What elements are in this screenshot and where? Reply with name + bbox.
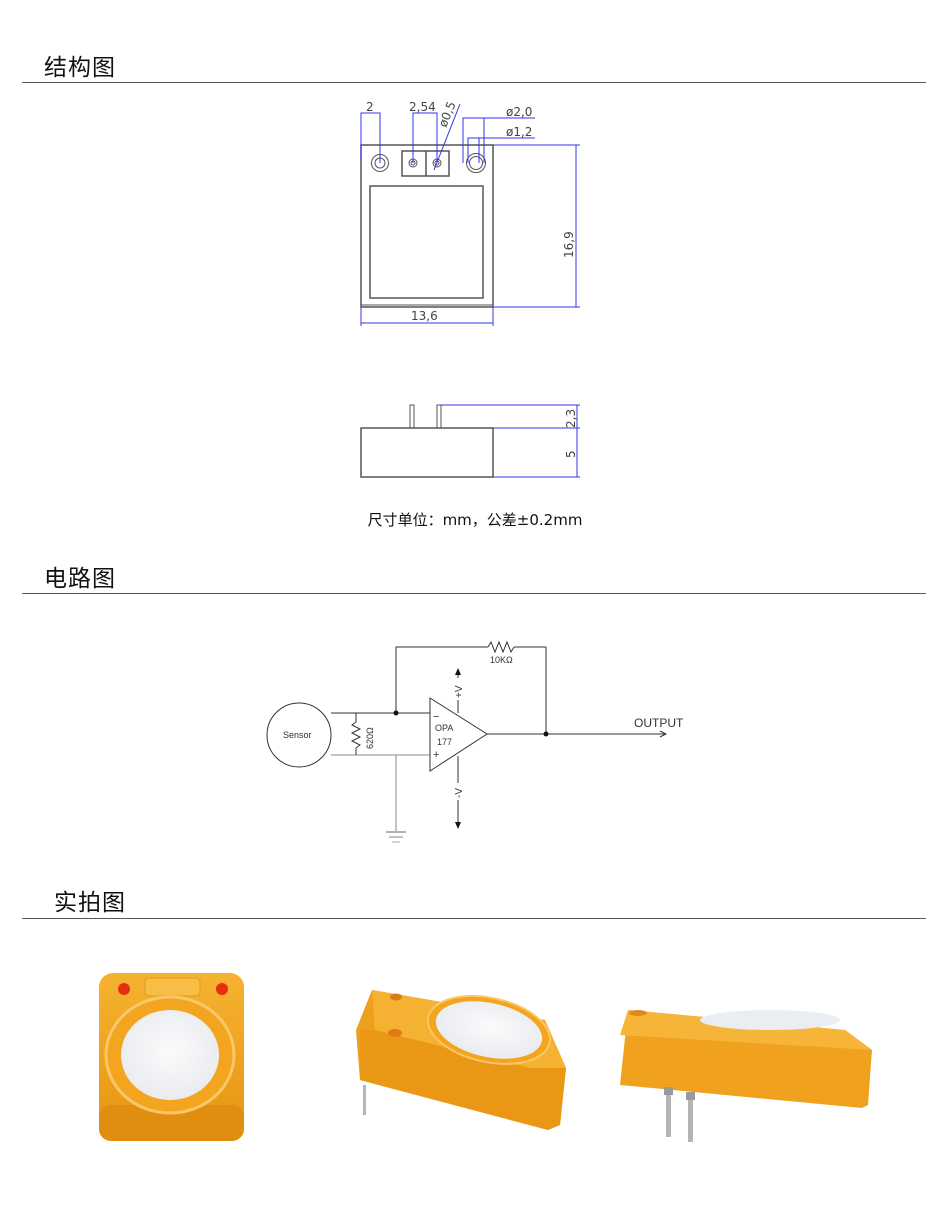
noninverting-input-sign: + (433, 749, 439, 761)
output-label: OUTPUT (634, 716, 684, 730)
section-divider (22, 918, 926, 919)
structure-side-view: 2,3 5 (360, 404, 580, 478)
dim-hole-inner: ø1,2 (506, 125, 532, 139)
dim-height: 16,9 (562, 231, 576, 258)
section-divider (22, 82, 926, 83)
opamp-label-line1: OPA (435, 723, 453, 733)
inverting-input-sign: − (433, 711, 439, 723)
supply-positive-label: +V (454, 685, 465, 698)
section-title-circuit: 电路图 (44, 566, 116, 592)
sensor-label: Sensor (283, 730, 312, 740)
structure-top-view: 2 2,54 ø0,5 ø2,0 ø1,2 16,9 13,6 (360, 99, 580, 326)
opamp-label-line2: 177 (437, 737, 452, 747)
circuit-diagram: Sensor 620Ω 10KΩ OPA 177 − + +V -V OUTPU… (266, 640, 684, 843)
section-divider (22, 593, 926, 594)
supply-negative-label: -V (454, 788, 465, 798)
feedback-resistor-label: 10KΩ (490, 655, 513, 665)
dim-pin-length: 2,3 (564, 409, 578, 428)
shunt-resistor-label: 620Ω (365, 727, 375, 749)
dim-pin-pitch: 2,54 (409, 100, 436, 114)
section-title-photos: 实拍图 (54, 890, 126, 916)
dim-width: 13,6 (411, 309, 438, 323)
section-title-structure: 结构图 (44, 55, 116, 81)
dim-hole-outer: ø2,0 (506, 105, 532, 119)
dim-body-thickness: 5 (564, 450, 578, 458)
dim-pin-offset: 2 (366, 100, 374, 114)
dimension-unit-note: 尺寸单位：mm，公差±0.2mm (367, 511, 583, 529)
